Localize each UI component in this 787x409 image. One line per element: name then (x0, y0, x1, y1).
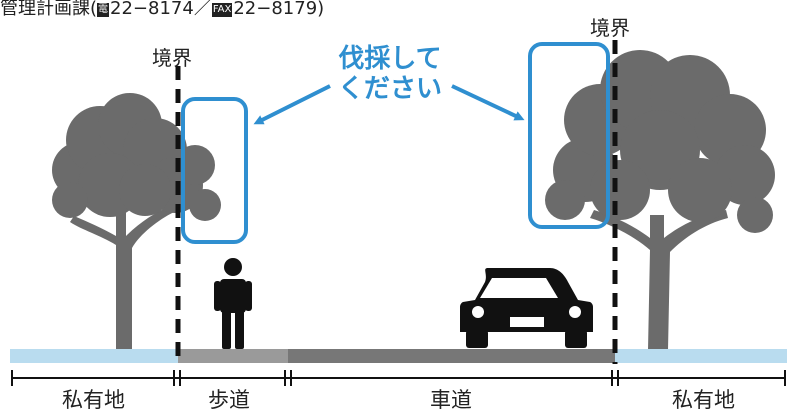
callout-line-1: 伐採して (338, 44, 442, 74)
sidewalk-strip (178, 349, 288, 363)
private-land-left-strip (10, 349, 178, 363)
fax-icon: FAX (211, 3, 233, 17)
left-boundary-label: 境界 (152, 46, 192, 70)
private-land-right-strip (615, 349, 787, 363)
private-land-left-label: 私有地 (62, 388, 125, 409)
callout-line-2: ください (337, 74, 442, 104)
cutting-request-callout: 伐採して ください (334, 44, 446, 104)
pedestrian-icon (214, 258, 252, 349)
car-icon (460, 268, 593, 348)
left-tree-icon (52, 93, 221, 350)
private-land-right-label: 私有地 (672, 388, 735, 409)
roadway-label: 車道 (430, 388, 472, 409)
roadway-strip (288, 349, 615, 363)
tel-number: 22−8174 (110, 0, 194, 19)
department-label: 管理計画課( (0, 0, 98, 19)
dimension-line (11, 370, 786, 386)
right-boundary-label: 境界 (590, 16, 630, 40)
left-arrow (253, 84, 331, 125)
right-arrow (451, 84, 525, 121)
sidewalk-label: 歩道 (208, 388, 250, 409)
left-cut-area-highlight (181, 97, 248, 244)
right-cut-area-highlight (528, 42, 610, 229)
right-tree-icon (545, 50, 775, 350)
fax-number: 22−8179) (233, 0, 325, 19)
separator: ／ (193, 0, 212, 19)
tel-icon: 電 (97, 3, 110, 17)
